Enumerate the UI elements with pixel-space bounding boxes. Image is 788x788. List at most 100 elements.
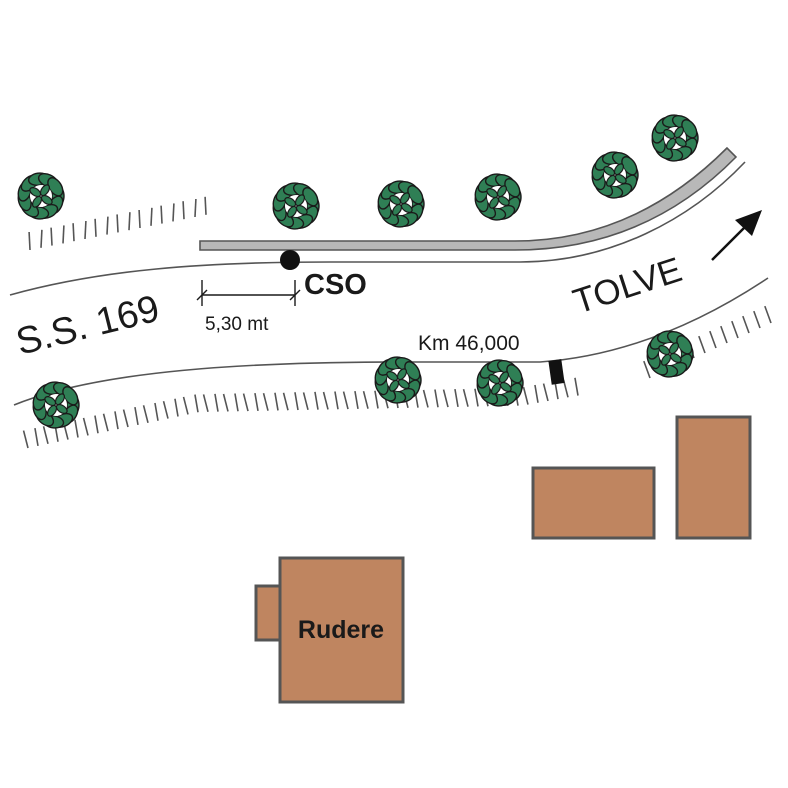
tree-icon bbox=[272, 182, 320, 230]
hatch-tick bbox=[28, 231, 31, 251]
tree-icon bbox=[374, 356, 422, 404]
hatch-tick bbox=[422, 389, 429, 408]
hatch-tick bbox=[374, 390, 379, 409]
hatch-tick bbox=[274, 392, 279, 411]
hatch-tick bbox=[82, 417, 89, 436]
hatch-tick bbox=[522, 386, 529, 405]
hatch-tick bbox=[322, 391, 329, 410]
hatch-tick bbox=[142, 405, 149, 423]
road-edge-upper bbox=[9, 161, 746, 296]
offset-dimension bbox=[196, 280, 301, 306]
road-name: S.S. 169 bbox=[12, 288, 164, 364]
tree-icon bbox=[32, 381, 80, 429]
hatch-tick bbox=[116, 214, 119, 233]
direction-arrow-icon bbox=[711, 210, 762, 261]
ruin-label: Rudere bbox=[298, 616, 384, 644]
hatch-tick bbox=[138, 209, 141, 229]
tree-icon bbox=[646, 330, 694, 378]
tree-icon bbox=[476, 359, 524, 407]
hatch-tick bbox=[50, 227, 53, 246]
hatch-tick bbox=[194, 198, 197, 218]
hatch-tick bbox=[42, 426, 49, 444]
trees bbox=[17, 114, 699, 429]
hatch-tick bbox=[474, 388, 479, 407]
hatch-tick bbox=[742, 315, 750, 334]
hatch-tick bbox=[342, 391, 349, 410]
hatch-tick bbox=[362, 391, 369, 409]
ruin-building bbox=[278, 556, 405, 704]
hatch-tick bbox=[160, 205, 163, 224]
hatch-tick bbox=[94, 415, 99, 434]
hatch-tick bbox=[154, 402, 159, 421]
hatch-tick bbox=[753, 310, 761, 329]
tree-icon bbox=[474, 173, 522, 221]
hatch-tick bbox=[454, 388, 459, 407]
hatch-tick bbox=[134, 407, 139, 426]
kilometre-label: Km 46,000 bbox=[418, 332, 520, 355]
hatch-tick bbox=[128, 212, 131, 231]
tree-icon bbox=[377, 180, 425, 228]
hatch-tick bbox=[182, 396, 189, 415]
hatch-tick bbox=[150, 207, 153, 226]
ruin-annex bbox=[254, 584, 284, 642]
hatch-tick bbox=[698, 335, 706, 354]
hatch-tick bbox=[204, 196, 207, 215]
building-right-small bbox=[531, 466, 656, 540]
hatch-tick bbox=[282, 392, 289, 411]
kilometre-post-icon bbox=[548, 359, 565, 385]
hatch-tick bbox=[764, 305, 772, 324]
hatch-tick bbox=[462, 389, 469, 407]
hatch-tick bbox=[102, 413, 109, 432]
hatch-tick bbox=[214, 393, 219, 412]
hatch-tick bbox=[174, 398, 179, 417]
hatch-tick bbox=[242, 393, 249, 412]
hatch-tick bbox=[22, 430, 29, 449]
hatch-tick bbox=[542, 383, 549, 402]
tree-icon bbox=[651, 114, 699, 162]
hatch-tick bbox=[182, 201, 185, 220]
offset-label: 5,30 mt bbox=[205, 314, 269, 335]
building-right-tall bbox=[675, 415, 752, 540]
hatch-tick bbox=[162, 400, 169, 419]
hatch-tick bbox=[354, 390, 359, 409]
hatch-tick bbox=[302, 392, 309, 411]
guardrail bbox=[199, 146, 738, 251]
hatch-tick bbox=[314, 391, 319, 410]
hatch-tick bbox=[234, 393, 239, 412]
embankment-hatching-lower bbox=[22, 377, 579, 449]
hatch-tick bbox=[172, 203, 175, 222]
hatch-tick bbox=[202, 394, 209, 413]
hatch-tick bbox=[222, 393, 229, 412]
hatch-tick bbox=[74, 419, 79, 438]
point-marker-icon bbox=[280, 250, 300, 270]
hatch-tick bbox=[72, 223, 75, 242]
hatch-tick bbox=[94, 218, 97, 237]
hatch-tick bbox=[84, 220, 87, 240]
hatch-tick bbox=[442, 389, 449, 408]
embankment-hatching-upper bbox=[28, 196, 207, 251]
hatch-tick bbox=[554, 381, 559, 400]
hatch-tick bbox=[62, 225, 65, 244]
direction-label: TOLVE bbox=[568, 250, 686, 322]
tree-icon bbox=[17, 172, 65, 220]
hatch-tick bbox=[254, 392, 259, 411]
hatch-tick bbox=[262, 393, 269, 411]
tree-icon bbox=[591, 151, 639, 199]
hatch-tick bbox=[114, 411, 119, 430]
hatch-tick bbox=[709, 330, 717, 349]
hatch-tick bbox=[643, 360, 651, 379]
hatch-tick bbox=[294, 392, 299, 411]
hatch-tick bbox=[434, 389, 439, 408]
hatch-tick bbox=[720, 325, 728, 344]
point-label: CSO bbox=[304, 269, 367, 301]
hatch-tick bbox=[122, 409, 129, 428]
hatch-tick bbox=[194, 394, 199, 413]
hatch-tick bbox=[534, 384, 539, 403]
hatch-tick bbox=[334, 391, 339, 410]
hatch-tick bbox=[731, 320, 739, 339]
hatch-tick bbox=[40, 229, 43, 248]
hatch-tick bbox=[34, 428, 39, 447]
hatch-tick bbox=[106, 216, 109, 235]
hatch-tick bbox=[574, 377, 579, 396]
